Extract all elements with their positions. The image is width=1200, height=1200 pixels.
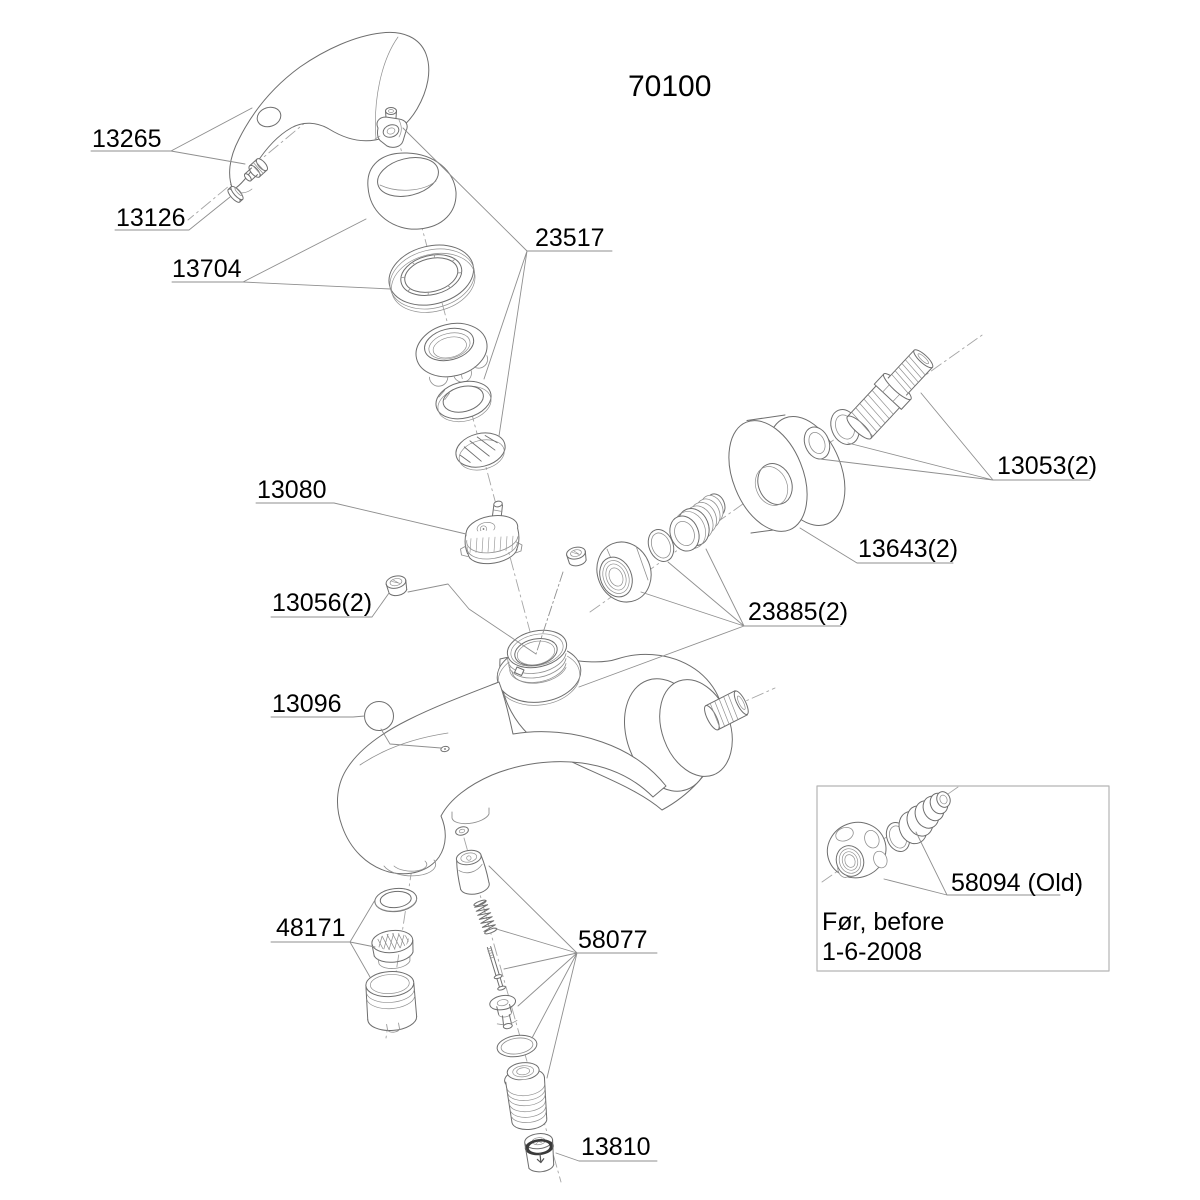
tab-ring-drawing xyxy=(388,244,476,313)
ball-plug-drawing xyxy=(364,701,394,731)
label-23517: 23517 xyxy=(535,224,605,252)
coupling-connector-drawing xyxy=(669,493,726,552)
coupling-nut-drawing xyxy=(596,541,652,603)
eccentric-nipple-drawing xyxy=(846,349,934,440)
inset-note-line1: Før, before xyxy=(822,908,945,936)
slotted-cap-drawing xyxy=(455,432,506,471)
label-13096: 13096 xyxy=(272,690,342,718)
label-48171: 48171 xyxy=(276,914,346,942)
centerlines xyxy=(187,111,986,1183)
old-fitting-drawing xyxy=(898,791,951,845)
aerator-ring-drawing xyxy=(374,887,418,913)
label-58094-old: 58094 (Old) xyxy=(951,869,1084,897)
inset-note-line2: 1-6-2008 xyxy=(822,938,923,966)
aerator-housing-drawing xyxy=(365,970,418,1033)
diverter-body-drawing xyxy=(504,1062,548,1131)
label-23885: 23885(2) xyxy=(748,598,849,626)
trim-nut-drawing xyxy=(415,322,488,387)
label-13126: 13126 xyxy=(116,204,186,232)
stop-screw-right-drawing xyxy=(566,546,587,567)
handle-plug-drawing xyxy=(227,185,244,203)
handle-bracket-drawing xyxy=(374,107,408,148)
diagram-title: 70100 xyxy=(628,70,712,103)
label-13080: 13080 xyxy=(257,476,327,504)
old-nut-drawing xyxy=(826,821,888,879)
stop-screw-left-drawing xyxy=(385,575,408,597)
diverter-knob-drawing xyxy=(455,849,490,895)
diverter-rod-drawing xyxy=(486,946,506,991)
diverter-oring-drawing xyxy=(496,1034,538,1058)
dome-cap-drawing xyxy=(367,152,457,230)
label-13704: 13704 xyxy=(172,255,242,283)
label-13053: 13053(2) xyxy=(997,452,1098,480)
inset-box xyxy=(816,785,1110,972)
faucet-body-drawing xyxy=(337,629,749,877)
leader-lines xyxy=(90,107,1091,1162)
handle-drawing xyxy=(229,31,430,194)
label-58077: 58077 xyxy=(578,926,648,954)
cartridge-drawing xyxy=(460,500,523,565)
diverter-valve-drawing xyxy=(489,994,518,1030)
oring-right-drawing xyxy=(647,529,675,562)
check-valve-drawing xyxy=(524,1133,555,1173)
slip-ring-drawing xyxy=(435,380,492,423)
label-13056: 13056(2) xyxy=(272,589,373,617)
label-13810: 13810 xyxy=(581,1133,651,1161)
diverter-spring-drawing xyxy=(473,899,498,935)
aerator-mesh-drawing xyxy=(371,929,414,969)
handle-set-screw-drawing xyxy=(243,158,269,182)
label-13265: 13265 xyxy=(92,125,162,153)
label-13643: 13643(2) xyxy=(858,535,959,563)
